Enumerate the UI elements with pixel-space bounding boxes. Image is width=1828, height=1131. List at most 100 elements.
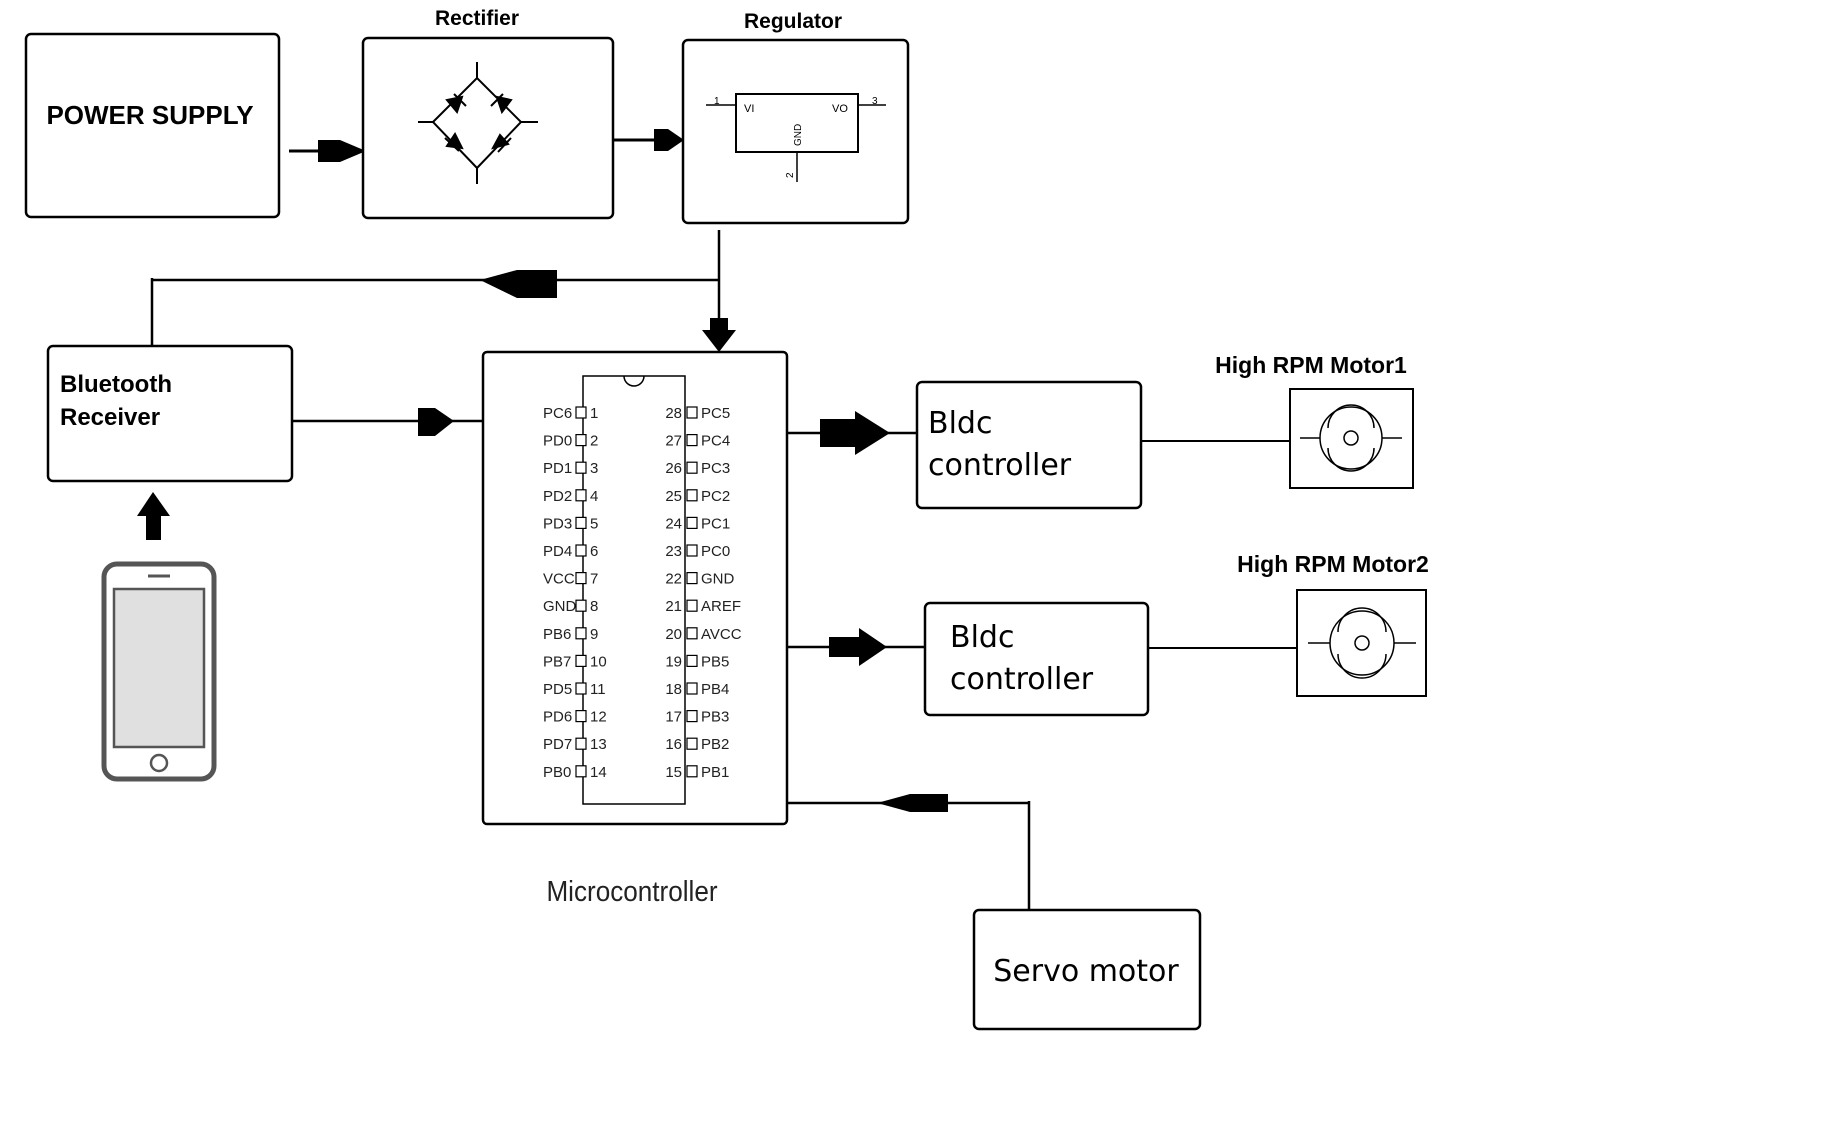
mcu-pin-right: 16 PB2 [665,736,729,753]
pin-name: PB6 [543,626,571,643]
pin-pad [575,544,587,557]
pin-number: 7 [590,571,598,588]
pin-pad [575,489,587,502]
servo-label: Servo motor [993,954,1179,989]
pin-number: 27 [665,433,682,450]
pin-pad [575,516,587,530]
arrow-bluetooth-to-mcu [292,408,484,436]
pin-pad [686,461,698,474]
servo-motor-block: Servo motor [972,908,1202,1031]
regulator-title: Regulator [744,10,842,33]
pin-number: 16 [665,736,682,753]
pin-name: PB4 [701,681,729,698]
pin-number: 21 [665,598,682,615]
pin-number: 15 [665,764,682,781]
pin-name: PC1 [701,515,730,532]
pin-name: PB1 [701,764,729,781]
pin-pad [575,765,587,778]
pin-name: PC2 [701,488,730,505]
pin-pad [686,765,698,778]
pin-pad [575,709,587,723]
pin-name: PD3 [543,515,572,532]
pin-name: VCC [543,571,575,588]
pin-number: 4 [590,488,598,505]
pin-number: 14 [590,764,607,781]
motor2-label: High RPM Motor2 [1237,551,1429,577]
rectifier-title: Rectifier [435,7,519,30]
regulator-pin-1: 1 [714,96,720,107]
pin-name: GND [543,598,577,615]
rectifier-block: Rectifier [361,7,615,220]
pin-pad [686,682,698,695]
pin-number: 26 [665,460,682,477]
regulator-ic-icon: VI VO 1 3 GND 2 [706,93,886,182]
arrow-servo-to-mcu [787,794,1031,910]
pin-number: 2 [590,433,598,450]
pin-number: 11 [590,681,606,698]
arrow-phone-to-bluetooth [137,492,170,540]
pin-number: 1 [590,405,598,422]
bluetooth-label-line1: Bluetooth [60,371,172,398]
pin-number: 8 [590,598,598,615]
pin-number: 18 [665,681,682,698]
pin-pad [686,627,698,640]
pin-pad [686,737,698,750]
pin-pad [686,516,698,530]
regulator-pin-vo: VO [832,103,848,115]
bluetooth-receiver-block: Bluetooth Receiver [46,344,294,483]
pin-name: PD4 [543,543,572,560]
pin-pad [575,654,587,668]
mcu-pin-left: PD4 6 [543,543,598,560]
arrow-to-microcontroller [702,318,736,352]
pin-number: 23 [665,543,682,560]
pin-number: 3 [590,460,598,477]
pin-pad [686,434,698,447]
pin-name: PC6 [543,405,572,422]
pin-pad [686,406,698,419]
mcu-pin-right: 26 PC3 [665,460,730,477]
motor1-label: High RPM Motor1 [1215,352,1407,378]
bldc2-label-line2: controller [950,662,1094,697]
power-supply-block: POWER SUPPLY [24,32,281,219]
bldc-controller-2-block: Bldc controller [923,601,1150,717]
motor-icon [1308,607,1416,679]
pin-number: 22 [665,571,682,588]
pin-number: 28 [665,405,682,422]
pin-pad [686,489,698,502]
pin-number: 12 [590,709,607,726]
pin-pad [575,406,587,419]
pin-number: 6 [590,543,598,560]
pin-pad [575,682,587,695]
pin-name: PD7 [543,736,572,753]
pin-pad [575,627,587,640]
pin-number: 10 [590,653,607,670]
regulator-pin-vi: VI [744,103,754,115]
mcu-pin-right: 15 PB1 [665,764,729,781]
pin-name: PC3 [701,460,730,477]
pin-name: PB2 [701,736,729,753]
bldc1-label-line1: Bldc [928,406,992,441]
pin-pad [575,461,587,474]
pin-pad [575,737,587,750]
pin-pad [686,571,698,585]
pin-pad [686,599,698,612]
mcu-pin-left: PB0 14 [543,764,607,781]
pin-name: PC5 [701,405,730,422]
pin-number: 5 [590,515,598,532]
motor-icon [1300,404,1402,472]
pin-name: PB0 [543,764,571,781]
